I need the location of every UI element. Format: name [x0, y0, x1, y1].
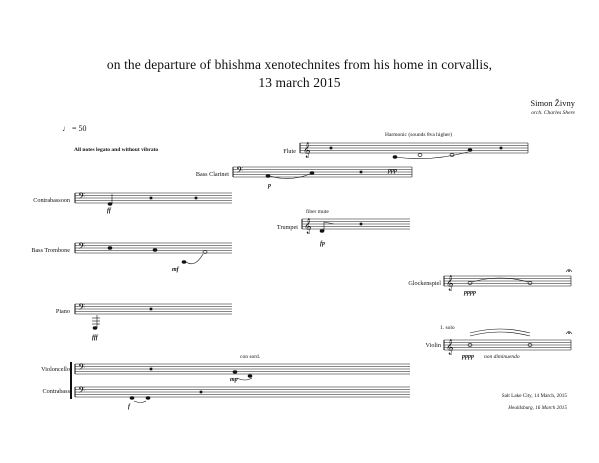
- bass-clef-icon: 𝄢: [78, 362, 85, 375]
- dynamic-contrabassoon: ff: [107, 208, 111, 214]
- flute-harmonic-direction: Harmonic (sounds 8va higher): [385, 132, 453, 138]
- label-contrabass: Contrabass: [42, 388, 71, 395]
- dynamic-bass-trombone: mf: [172, 267, 179, 273]
- dynamic-violin: pppp: [462, 354, 474, 360]
- treble-clef-icon: 𝄞: [304, 219, 312, 234]
- treble-clef-icon: 𝄞: [446, 276, 454, 291]
- bass-clef-icon: 𝄢: [78, 385, 85, 398]
- title-line-1: on the departure of bhishma xenotechnite…: [106, 57, 493, 72]
- staff-contrabass: [74, 386, 410, 398]
- label-bass-trombone: Bass Trombone: [31, 247, 70, 254]
- label-piano: Piano: [55, 308, 70, 315]
- dynamic-violoncello: mp: [230, 377, 238, 383]
- orchestrator-credit: orch. Charles Shere: [531, 110, 575, 116]
- dynamic-flute: ppp: [388, 168, 397, 174]
- label-contrabassoon: Contrabassoon: [33, 197, 70, 204]
- label-bass-clarinet: Bass Clarinet: [195, 171, 229, 178]
- performance-note: All notes legato and without vibrato: [74, 147, 159, 153]
- staff-trumpet: [301, 218, 410, 230]
- staff-bass-trombone: [74, 242, 232, 254]
- staff-violoncello: [74, 363, 410, 375]
- staff-flute: [299, 142, 529, 154]
- bass-clef-icon: 𝄢: [78, 302, 85, 315]
- bass-clef-icon: 𝄢: [78, 191, 85, 204]
- label-violin: Violin: [425, 342, 441, 349]
- footer-place-date-1: Salt Lake City, 14 March, 2015: [501, 393, 567, 399]
- label-flute: Flute: [283, 148, 296, 155]
- composer-name: Simon Živny: [530, 98, 575, 108]
- tempo-marking: ♩ = 50: [62, 124, 87, 133]
- staff-piano: [74, 303, 232, 315]
- dynamic-bass-clarinet: p: [268, 183, 271, 189]
- staff-violin: [443, 339, 572, 351]
- treble-clef-icon: 𝄞: [446, 340, 454, 355]
- violin-dim-direction: non diminuendo: [484, 354, 520, 360]
- bass-clef-icon: 𝄢: [236, 165, 243, 178]
- dynamic-glockenspiel: pppp: [464, 290, 476, 296]
- staff-bass-clarinet: [232, 166, 413, 178]
- staff-glockenspiel: [443, 275, 572, 287]
- title-line-2: 13 march 2015: [258, 75, 341, 90]
- dynamic-trumpet: fp: [320, 241, 325, 247]
- treble-clef-icon: 𝄞: [303, 143, 311, 158]
- cello-sord-direction: con sord.: [240, 354, 261, 360]
- label-violoncello: Violoncello: [41, 366, 70, 373]
- label-trumpet: Trumpet: [276, 224, 298, 231]
- violin-solo-direction: 1. solo: [440, 325, 455, 331]
- bass-clef-icon: 𝄢: [78, 241, 85, 254]
- trumpet-mute-direction: fiber mute: [306, 209, 329, 215]
- dynamic-piano: fff: [92, 335, 98, 341]
- dynamic-contrabass: f: [128, 404, 130, 410]
- footer-place-date-2: Healdsburg, 16 March 2015: [508, 405, 567, 411]
- label-glockenspiel: Glockenspiel: [408, 280, 441, 287]
- staff-contrabassoon: [74, 192, 232, 204]
